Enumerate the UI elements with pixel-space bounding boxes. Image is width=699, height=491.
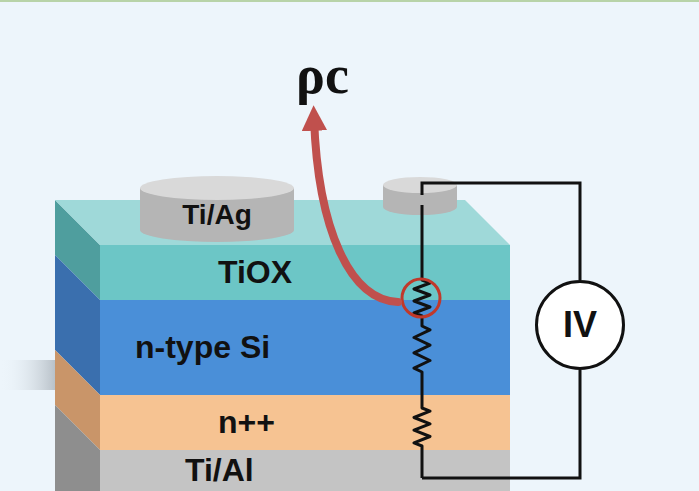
tiox-front [100,245,510,300]
wire [510,370,580,478]
wire [422,477,510,480]
leader-arrow [314,118,398,302]
npp-front [100,395,510,450]
contact-label-box: Ti/Ag [140,192,294,238]
node-text: Ti/Ag [182,200,251,231]
layer-band: n++ [100,395,510,450]
highlight-circle [402,279,440,317]
layer-band: Ti/Al [100,450,510,491]
resistor-symbol [414,205,430,478]
node-text: Ti/Al [185,453,254,488]
node-text: IV [563,305,597,345]
shadow [0,360,58,390]
top-rule [0,0,699,2]
node-text: TiOX [218,255,292,290]
layer-band: n-type Si [100,300,510,395]
tial-front [100,450,510,491]
tial-side [55,405,100,491]
contact-disk-top [383,177,457,193]
layer-band: TiOX [100,245,510,300]
meter-circle: IV [535,280,625,370]
wire [422,183,580,280]
si-front [100,300,510,395]
symbol-label: ρc [296,44,349,106]
contact-disk-top [140,176,294,200]
node-text: n++ [218,405,275,440]
node-text: n-type Si [135,330,270,365]
